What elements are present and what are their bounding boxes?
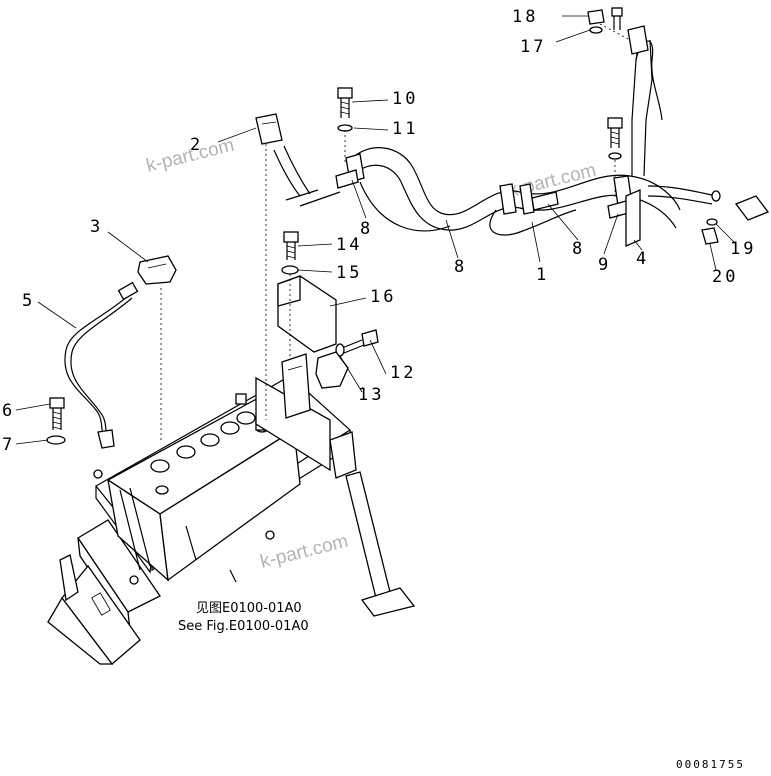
reference-english: See Fig.E0100-01A0 bbox=[178, 619, 309, 634]
callout-8: 8 bbox=[360, 219, 373, 239]
bolt-14 bbox=[283, 231, 299, 260]
small-bolt-top bbox=[611, 7, 623, 30]
terminal-cover bbox=[137, 255, 177, 285]
callout-13: 13 bbox=[358, 385, 384, 405]
nut-20 bbox=[701, 227, 719, 245]
callout-16: 16 bbox=[370, 287, 396, 307]
callout-5: 5 bbox=[22, 291, 35, 311]
callout-12: 12 bbox=[390, 363, 416, 383]
assembly-leader bbox=[599, 23, 631, 41]
callout-1: 1 bbox=[536, 265, 549, 285]
washer-19 bbox=[706, 218, 718, 226]
callout-2: 2 bbox=[190, 135, 203, 155]
callout-14: 14 bbox=[336, 235, 362, 255]
bolt-12 bbox=[341, 329, 379, 354]
washer-17 bbox=[589, 26, 603, 34]
bolt-6 bbox=[49, 397, 65, 430]
reference-chinese: 见图E0100-01A0 bbox=[196, 601, 302, 616]
callout-19: 19 bbox=[730, 239, 756, 259]
bolt-4 bbox=[607, 117, 623, 148]
callout-18: 18 bbox=[512, 7, 538, 27]
washer-15 bbox=[281, 265, 299, 275]
callout-8: 8 bbox=[572, 239, 585, 259]
drawing-code: 00081755 bbox=[676, 758, 745, 771]
bracket-16 bbox=[277, 275, 337, 419]
relay bbox=[315, 351, 349, 389]
callout-4: 4 bbox=[636, 249, 649, 269]
connector-2 bbox=[255, 113, 283, 145]
callout-20: 20 bbox=[712, 267, 738, 287]
callout-leaders bbox=[15, 15, 737, 445]
callout-10: 10 bbox=[392, 89, 418, 109]
bolt-18 bbox=[587, 9, 605, 25]
washer-7 bbox=[46, 435, 66, 445]
callout-11: 11 bbox=[392, 119, 418, 139]
washer-4 bbox=[608, 152, 622, 160]
callout-7: 7 bbox=[2, 435, 15, 455]
callout-3: 3 bbox=[90, 217, 103, 237]
ground-cable bbox=[64, 281, 139, 449]
callout-6: 6 bbox=[2, 401, 15, 421]
bolt-10 bbox=[337, 87, 353, 118]
callout-17: 17 bbox=[520, 37, 546, 57]
wiring-harness bbox=[273, 25, 770, 247]
callout-9: 9 bbox=[598, 255, 611, 275]
battery-stand bbox=[47, 375, 416, 665]
callout-15: 15 bbox=[336, 263, 362, 283]
callout-8: 8 bbox=[454, 257, 467, 277]
